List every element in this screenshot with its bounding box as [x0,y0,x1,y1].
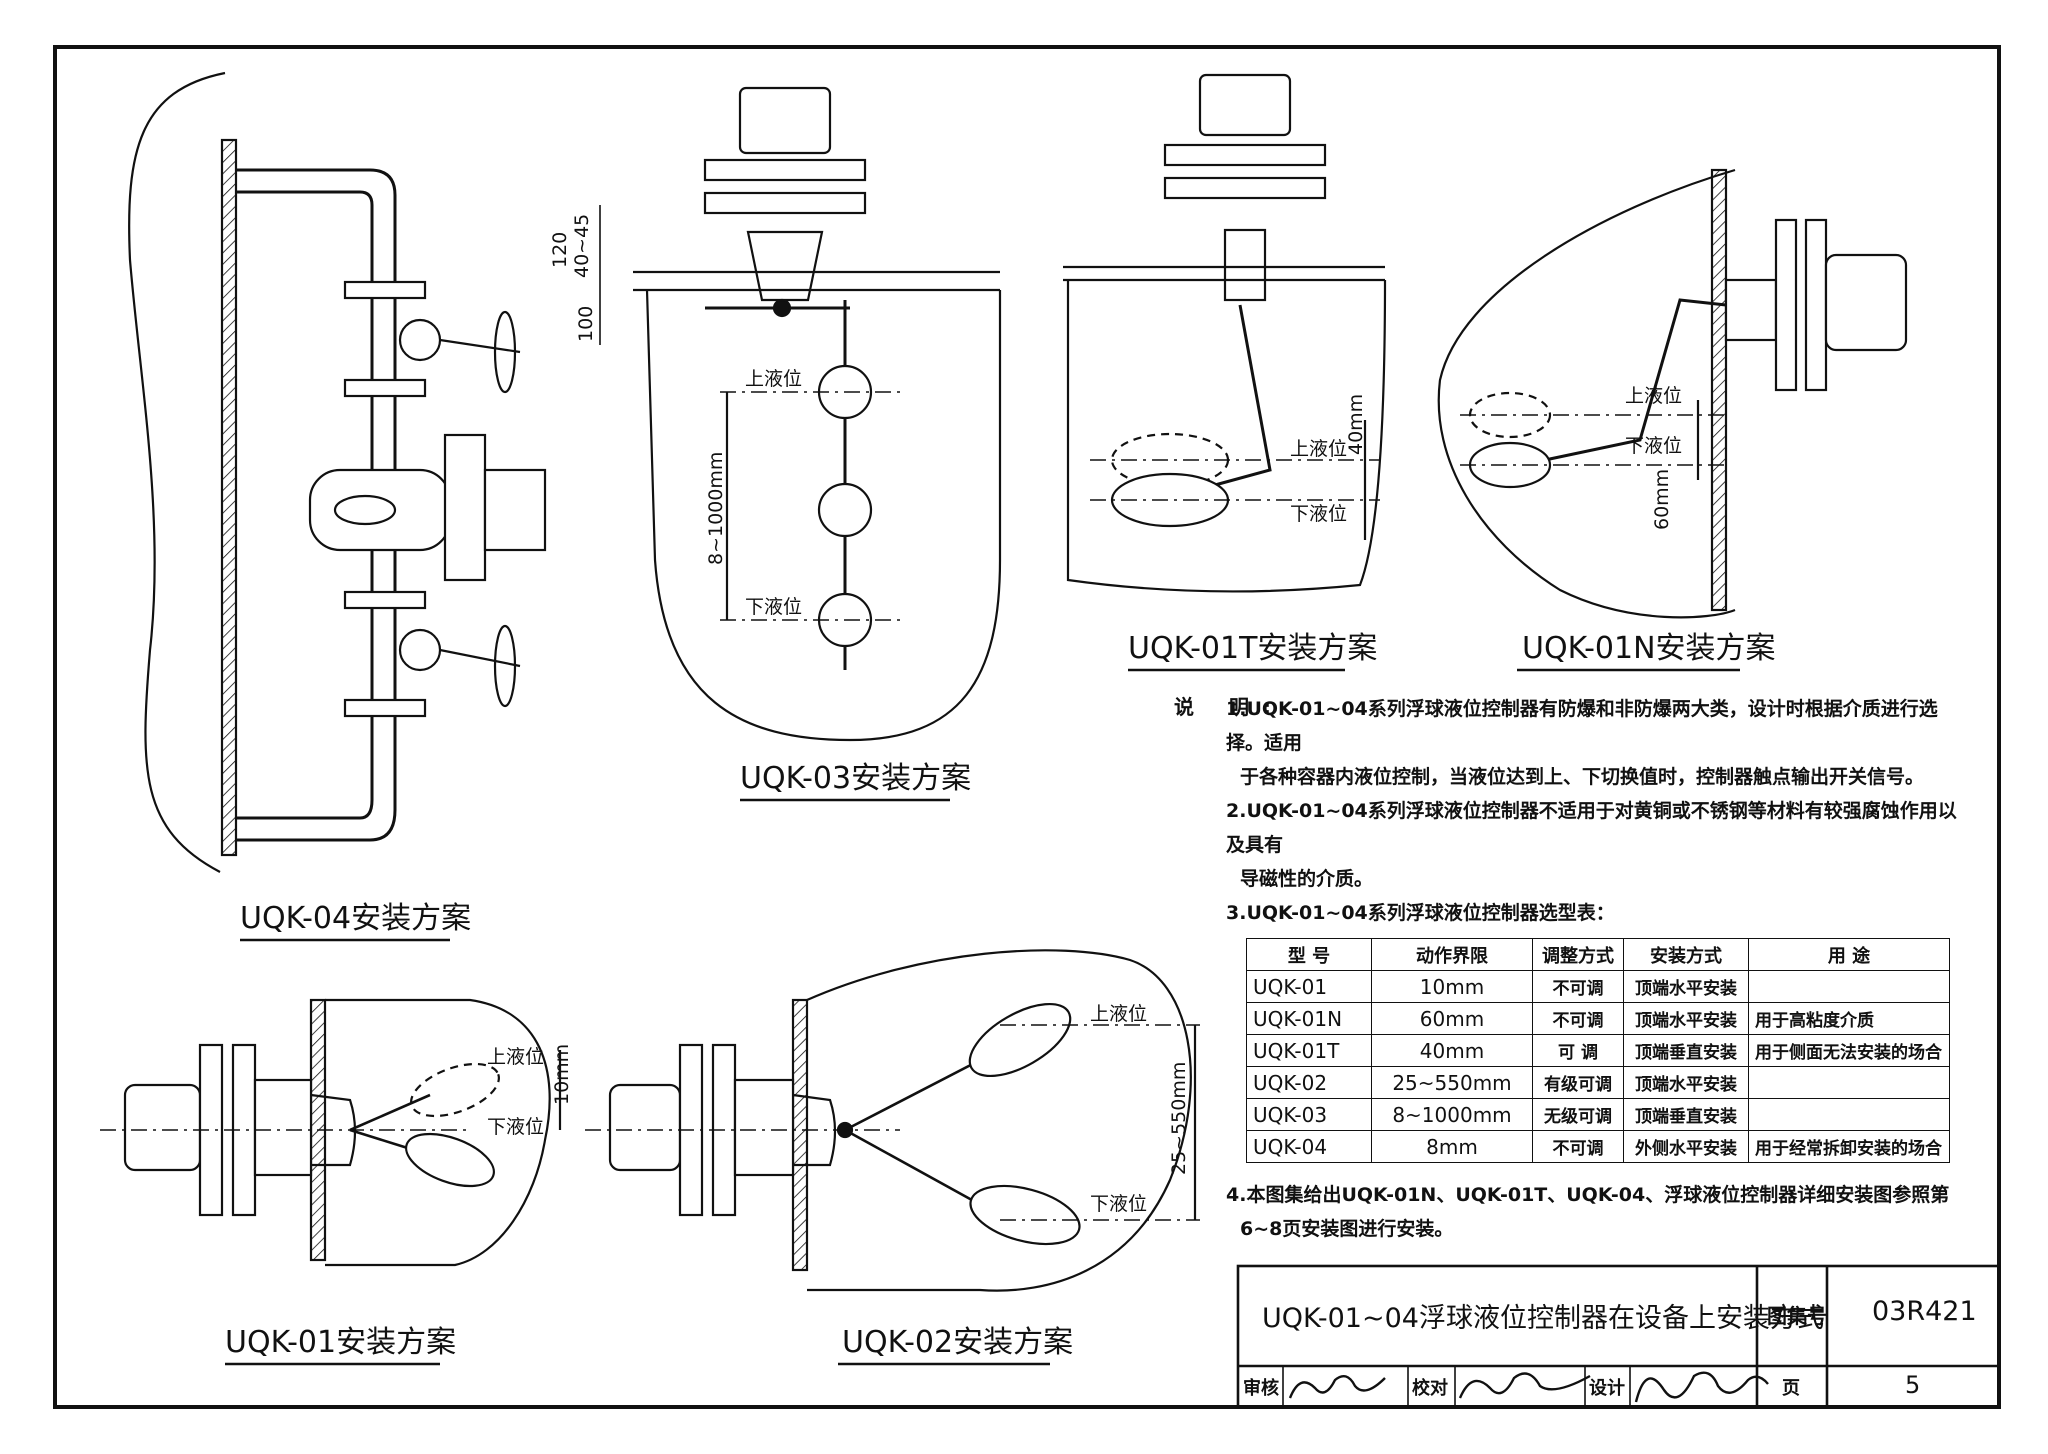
page-label: 页 [1782,1378,1800,1399]
table-cell [1748,1066,1950,1099]
uqk02-dim-25-550: 25~550mm [1168,1062,1190,1175]
table-cell: UQK-03 [1246,1098,1372,1131]
caption-uqk01: UQK-01安装方案 [225,1325,456,1360]
table-row: UQK-03 8~1000mm 无级可调 顶端垂直安装 [1246,1098,1950,1131]
page-number: 5 [1905,1371,1921,1399]
checker-signature [1458,1372,1591,1399]
table-cell: 顶端水平安装 [1623,1066,1749,1099]
uqk01t-lower-label: 下液位 [1290,503,1347,525]
table-cell: UQK-01 [1246,970,1372,1003]
uqk03-upper-label: 上液位 [745,368,802,390]
caption-uqk01t: UQK-01T安装方案 [1128,631,1377,666]
uqk01-lower-label: 下液位 [487,1116,544,1138]
uqk02-upper-label: 上液位 [1090,1003,1147,1025]
atlas-label: 图集号 [1767,1304,1827,1328]
uqk03-dim-100: 100 [575,306,597,342]
caption-uqk01n: UQK-01N安装方案 [1522,631,1776,666]
table-cell: 10mm [1371,970,1533,1003]
table-cell: 8~1000mm [1371,1098,1533,1131]
uqk01-dim-10mm: 10mm [551,1044,573,1105]
uqk01t-dim-40mm: 40mm [1345,394,1367,455]
table-cell: 8mm [1371,1130,1533,1163]
uqk01t-upper-label: 上液位 [1290,438,1347,460]
uqk01n-diagram [1437,168,1908,619]
table-cell: 有级可调 [1532,1066,1624,1099]
design-label: 设计 [1589,1378,1625,1399]
table-cell: 顶端水平安装 [1623,1002,1749,1035]
note-4a: 4.本图集给出UQK-01N、UQK-01T、UQK-04、浮球液位控制器详细安… [1226,1184,1950,1206]
uqk02-diagram [585,949,1200,1292]
table-row: UQK-04 8mm 不可调 外侧水平安装 用于经常拆卸安装的场合 [1246,1130,1950,1163]
review-label: 审核 [1243,1378,1279,1399]
designer-signature [1634,1371,1769,1403]
table-cell: UQK-02 [1246,1066,1372,1099]
table-cell: 顶端垂直安装 [1623,1098,1749,1131]
table-cell: 不可调 [1532,1002,1624,1035]
table-cell: UQK-01T [1246,1034,1372,1067]
table-cell [1748,970,1950,1003]
atlas-number: 03R421 [1872,1296,1977,1327]
table-cell: 60mm [1371,1002,1533,1035]
table-row: UQK-02 25~550mm 有级可调 顶端水平安装 [1246,1066,1950,1099]
table-cell: 外侧水平安装 [1623,1130,1749,1163]
table-header-row: 型 号 动作界限 调整方式 安装方式 用 途 [1246,938,1950,971]
sheet-border [53,45,2001,1409]
table-cell: UQK-01N [1246,1002,1372,1035]
table-row: UQK-01N 60mm 不可调 顶端水平安装 用于高粘度介质 [1246,1002,1950,1035]
uqk01-diagram [100,998,562,1267]
table-cell: UQK-04 [1246,1130,1372,1163]
note-2a: 2.UQK-01~04系列浮球液位控制器不适用于对黄铜或不锈钢等材料有较强腐蚀作… [1226,800,1957,856]
uqk03-dim-8-1000: 8~1000mm [705,452,727,565]
uqk01n-dim-60mm: 60mm [1651,469,1673,530]
notes-block: 1.UQK-01~04系列浮球液位控制器有防爆和非防爆两大类，设计时根据介质进行… [1226,692,1966,930]
table-cell: 用于经常拆卸安装的场合 [1748,1130,1950,1163]
uqk03-dim-40-45: 40~45 [571,214,593,278]
check-label: 校对 [1412,1378,1448,1399]
notes-block-4: 4.本图集给出UQK-01N、UQK-01T、UQK-04、浮球液位控制器详细安… [1226,1178,1966,1246]
drawing-title: UQK-01~04浮球液位控制器在设备上安装方式 [1262,1303,1824,1334]
table-cell: 顶端垂直安装 [1623,1034,1749,1067]
table-header: 型 号 [1246,938,1372,971]
table-header: 用 途 [1748,938,1950,971]
uqk01n-upper-label: 上液位 [1625,385,1682,407]
table-cell: 用于侧面无法安装的场合 [1748,1034,1950,1067]
uqk04-diagram [128,71,547,873]
table-row: UQK-01 10mm 不可调 顶端水平安装 [1246,970,1950,1003]
note-4b: 6~8页安装图进行安装。 [1240,1218,1454,1240]
uqk02-lower-label: 下液位 [1090,1193,1147,1215]
table-cell: 不可调 [1532,970,1624,1003]
uqk03-dim-120: 120 [549,232,571,268]
title-block-frame [1236,1264,2001,1409]
notes-heading: 说 明: [1174,695,1285,719]
table-cell: 用于高粘度介质 [1748,1002,1950,1035]
uqk01t-diagram [1063,73,1387,593]
uqk03-diagram [599,86,1002,742]
reviewer-signature [1288,1374,1386,1399]
uqk01n-lower-label: 下液位 [1625,435,1682,457]
table-cell: 40mm [1371,1034,1533,1067]
table-cell [1748,1098,1950,1131]
note-2b: 导磁性的介质。 [1240,868,1374,890]
note-1a: 1.UQK-01~04系列浮球液位控制器有防爆和非防爆两大类，设计时根据介质进行… [1226,698,1938,754]
uqk03-lower-label: 下液位 [745,596,802,618]
table-cell: 无级可调 [1532,1098,1624,1131]
table-cell: 不可调 [1532,1130,1624,1163]
table-header: 调整方式 [1532,938,1624,971]
table-cell: 25~550mm [1371,1066,1533,1099]
table-cell: 顶端水平安装 [1623,970,1749,1003]
table-header: 动作界限 [1371,938,1533,971]
note-3: 3.UQK-01~04系列浮球液位控制器选型表： [1226,902,1615,924]
table-header: 安装方式 [1623,938,1749,971]
table-row: UQK-01T 40mm 可 调 顶端垂直安装 用于侧面无法安装的场合 [1246,1034,1950,1067]
table-cell: 可 调 [1532,1034,1624,1067]
uqk01-upper-label: 上液位 [487,1046,544,1068]
caption-uqk03: UQK-03安装方案 [740,761,971,796]
caption-uqk02: UQK-02安装方案 [842,1325,1073,1360]
caption-uqk04: UQK-04安装方案 [240,901,471,936]
note-1b: 于各种容器内液位控制，当液位达到上、下切换值时，控制器触点输出开关信号。 [1240,766,1925,788]
selection-table: 型 号 动作界限 调整方式 安装方式 用 途 UQK-01 10mm 不可调 顶… [1246,938,1950,1163]
